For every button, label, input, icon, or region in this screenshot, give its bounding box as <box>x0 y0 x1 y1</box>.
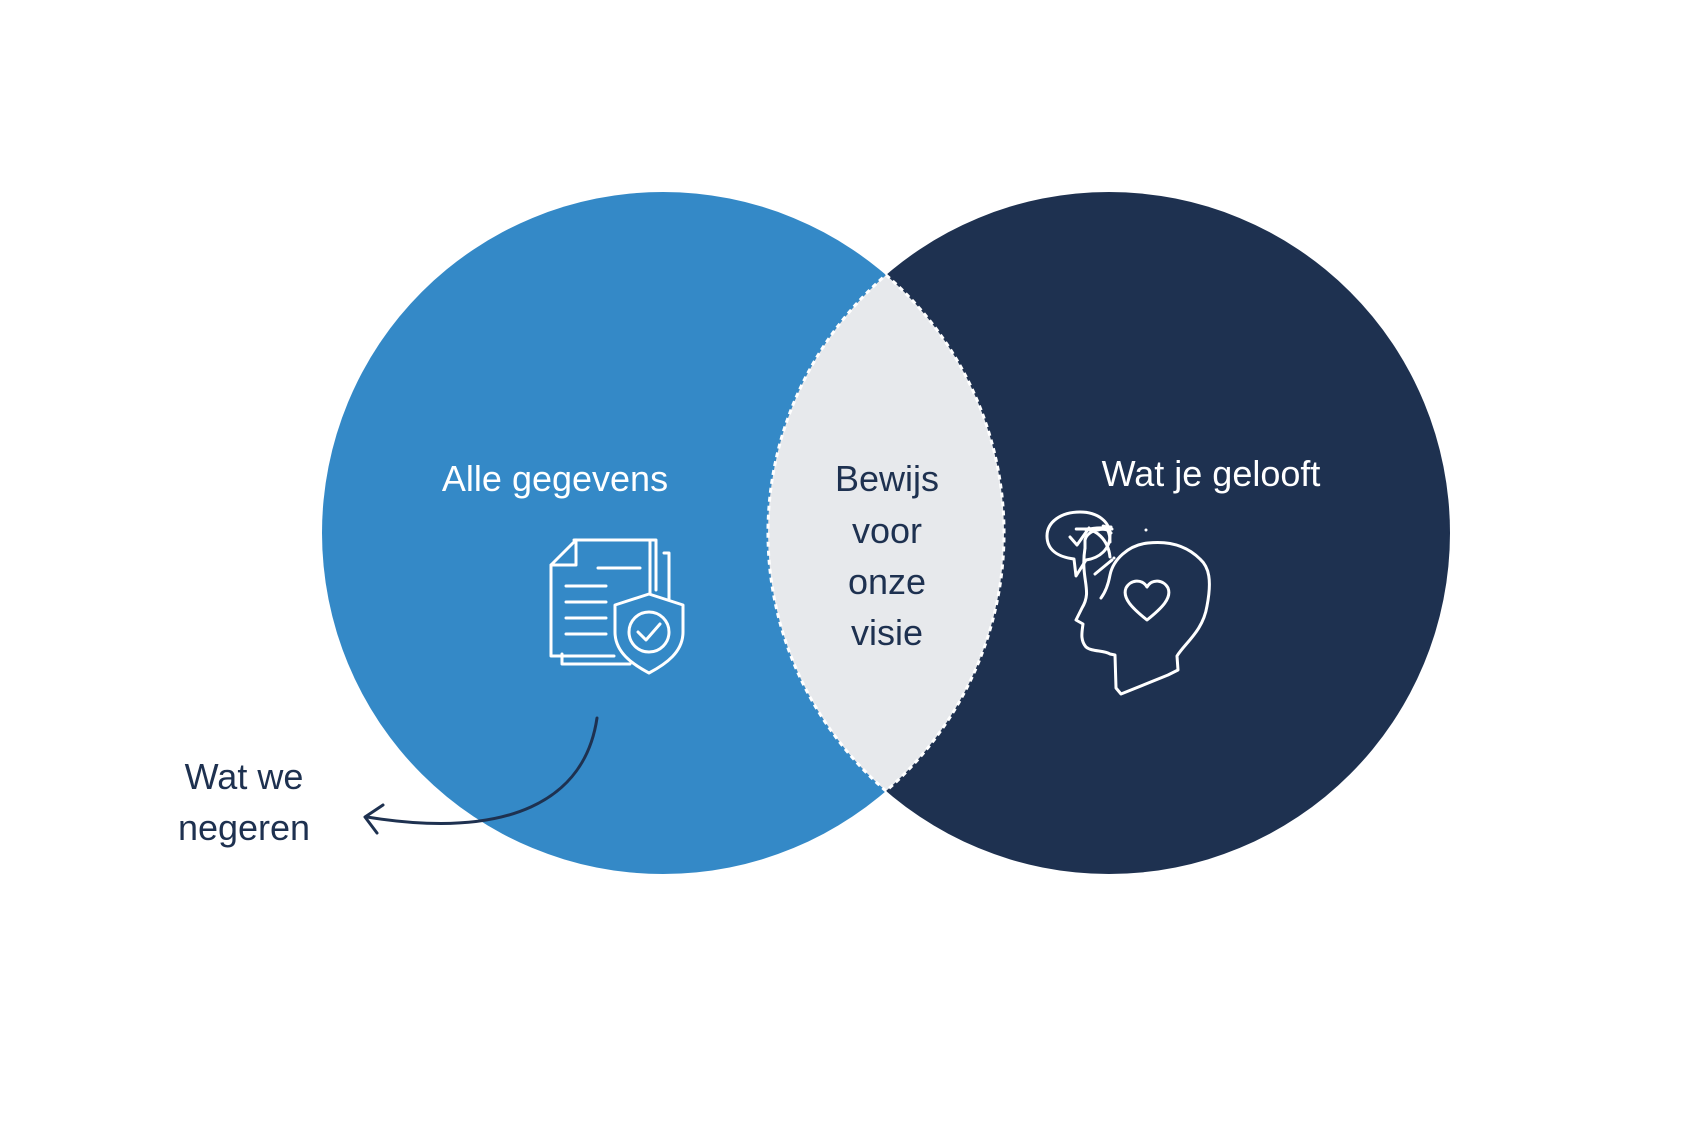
outside-line-1: Wat we <box>185 756 304 797</box>
outside-line-2: negeren <box>178 807 310 848</box>
curved-arrow-icon <box>363 716 599 835</box>
left-label: Alle gegevens <box>442 458 668 499</box>
head-icon <box>1045 510 1211 696</box>
overlap-line-2: voor <box>852 510 922 551</box>
document-shield-check-icon <box>549 538 685 675</box>
overlap-line-1: Bewijs <box>835 458 939 499</box>
overlap-line-4: visie <box>851 612 923 653</box>
overlap-region <box>766 192 1006 874</box>
right-label: Wat je gelooft <box>1102 453 1321 494</box>
overlap-line-3: onze <box>848 561 926 602</box>
